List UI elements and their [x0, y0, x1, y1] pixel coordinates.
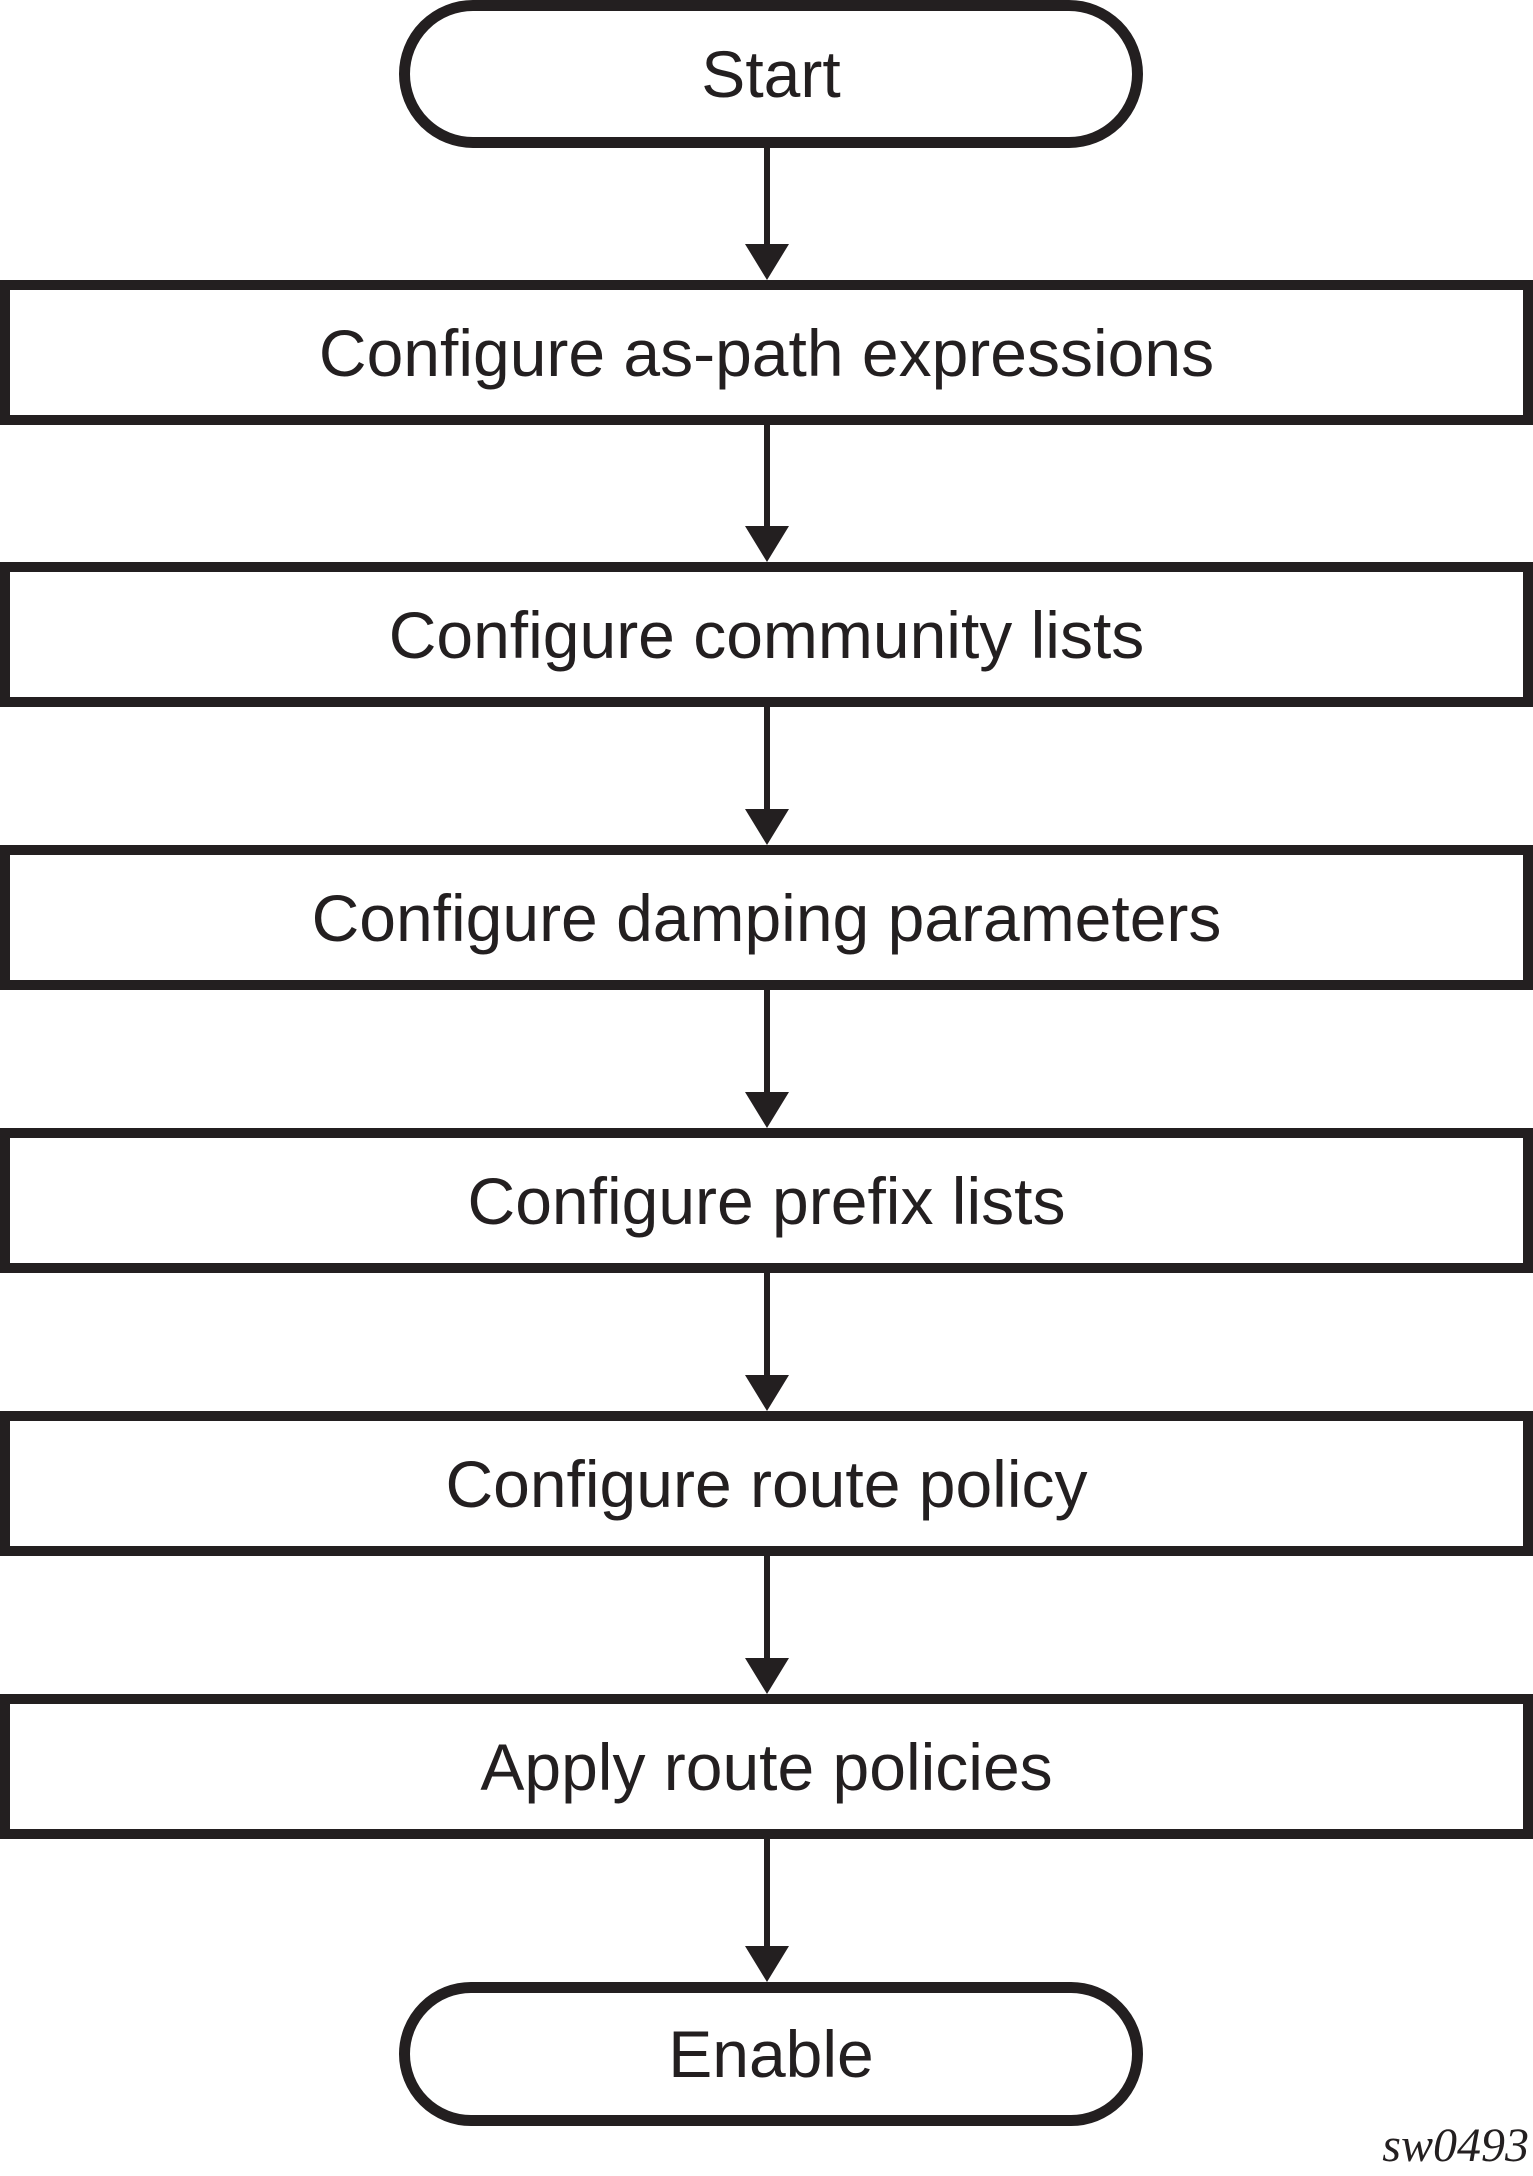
- node-label: Configure route policy: [445, 1446, 1088, 1521]
- down-arrow-connector-5: [745, 1273, 789, 1411]
- node-start-label: Start: [701, 37, 841, 111]
- node-label: Configure prefix lists: [467, 1163, 1066, 1238]
- arrowhead-down-icon: [745, 526, 789, 562]
- node-label: Configure as-path expressions: [318, 315, 1215, 390]
- node-label: Configure damping parameters: [311, 880, 1222, 955]
- node-configure-as-path-expressions: Configure as-path expressions: [0, 280, 1533, 425]
- down-arrow-connector-2: [745, 425, 789, 562]
- down-arrow-connector-3: [745, 707, 789, 845]
- node-configure-damping-parameters: Configure damping parameters: [0, 845, 1533, 990]
- arrowhead-down-icon: [745, 1658, 789, 1694]
- node-label: Configure community lists: [388, 597, 1145, 672]
- figure-id-watermark: sw0493: [1382, 2119, 1529, 2172]
- down-arrow-connector-1: [745, 148, 789, 280]
- arrow-shaft: [764, 1556, 770, 1658]
- arrowhead-down-icon: [745, 244, 789, 280]
- arrow-shaft: [764, 990, 770, 1092]
- arrowhead-down-icon: [745, 1092, 789, 1128]
- node-configure-community-lists: Configure community lists: [0, 562, 1533, 707]
- arrow-shaft: [764, 707, 770, 809]
- arrow-shaft: [764, 148, 770, 244]
- arrowhead-down-icon: [745, 1375, 789, 1411]
- arrow-shaft: [764, 425, 770, 526]
- down-arrow-connector-6: [745, 1556, 789, 1694]
- down-arrow-connector-4: [745, 990, 789, 1128]
- arrow-shaft: [764, 1839, 770, 1946]
- node-enable-label: Enable: [668, 2017, 874, 2091]
- node-label: Apply route policies: [480, 1729, 1053, 1804]
- arrowhead-down-icon: [745, 1946, 789, 1982]
- node-configure-route-policy: Configure route policy: [0, 1411, 1533, 1556]
- node-start: Start: [399, 0, 1143, 148]
- arrowhead-down-icon: [745, 809, 789, 845]
- node-configure-prefix-lists: Configure prefix lists: [0, 1128, 1533, 1273]
- down-arrow-connector-7: [745, 1839, 789, 1982]
- arrow-shaft: [764, 1273, 770, 1375]
- node-enable: Enable: [399, 1982, 1143, 2126]
- node-apply-route-policies: Apply route policies: [0, 1694, 1533, 1839]
